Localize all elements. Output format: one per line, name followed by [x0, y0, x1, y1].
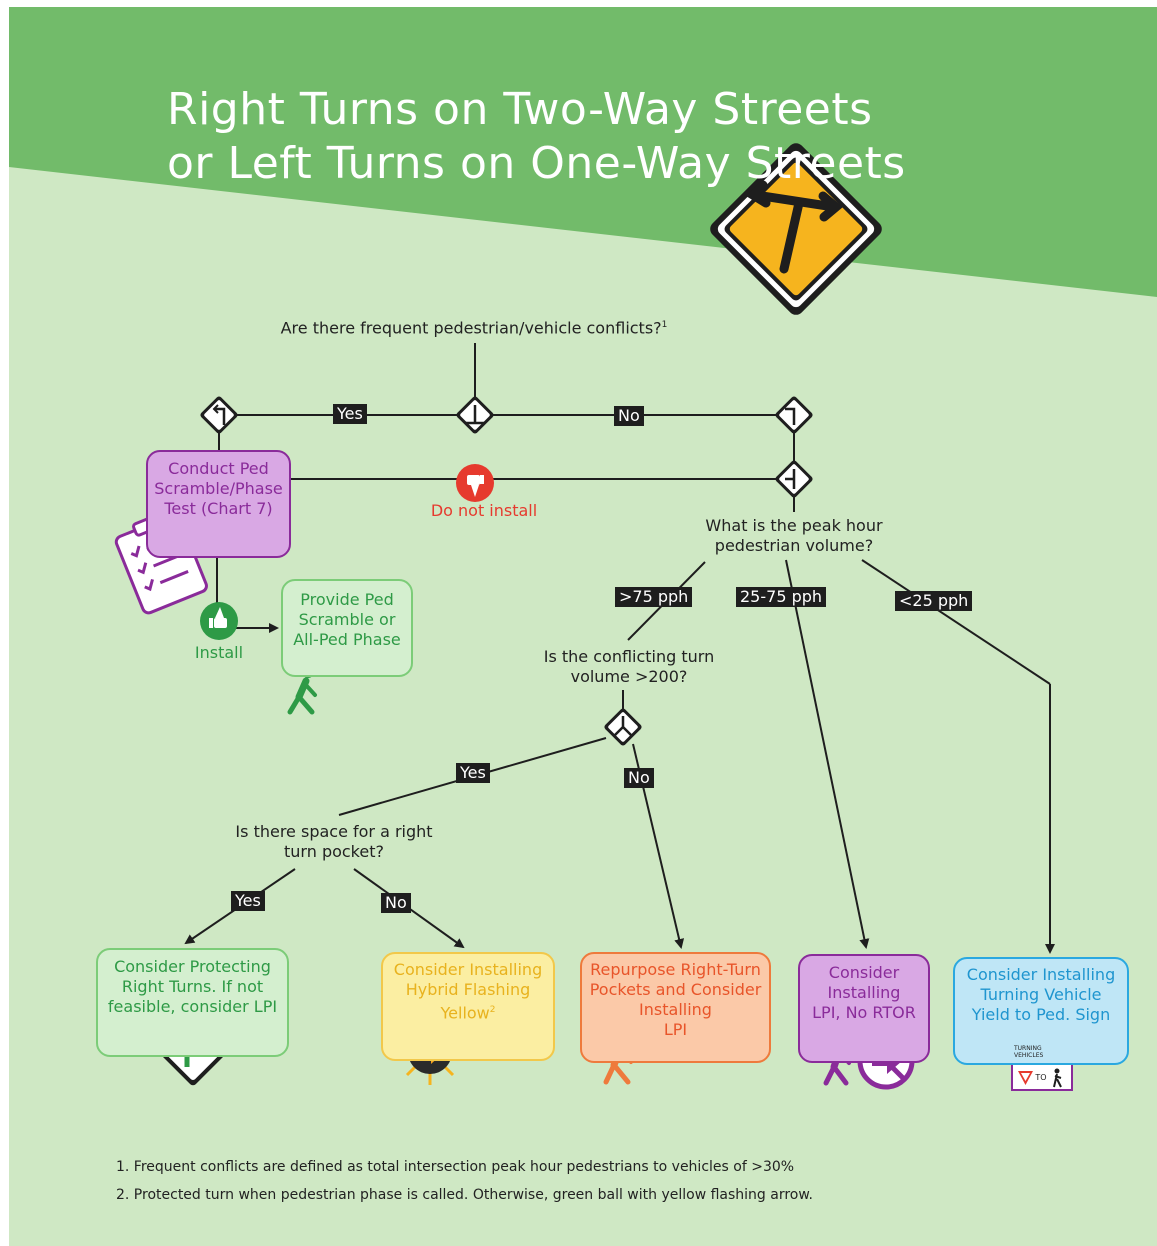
title-line-2: or Left Turns on One-Way Streets — [167, 138, 906, 189]
protect-line1: Consider Protecting — [114, 957, 271, 976]
question-turn-pocket: Is there space for a right turn pocket? — [209, 822, 459, 862]
protect-line2: Right Turns. If not — [121, 977, 264, 996]
yield-line3: Yield to Ped. Sign — [971, 1005, 1111, 1024]
tag-no-turn-volume: No — [624, 768, 654, 788]
question-turn-volume-line2: volume >200? — [570, 667, 688, 686]
footnote-ref-2: 2 — [489, 1005, 496, 1015]
provide-ped-scramble-box: Provide Ped Scramble or All-Ped Phase — [281, 579, 413, 677]
ped-scramble-test-box: Conduct Ped Scramble/Phase Test (Chart 7… — [146, 450, 291, 558]
repurpose-line4: LPI — [663, 1020, 688, 1039]
flowchart-canvas: Right Turns on Two-Way Streets or Left T… — [9, 7, 1157, 1246]
hybrid-line2: Hybrid Flashing — [405, 980, 531, 999]
do-not-install-label: Do not install — [430, 501, 538, 520]
yield-line1: Consider Installing — [966, 965, 1116, 984]
hybrid-line3: Yellow2 — [383, 1000, 553, 1023]
question-turn-pocket-line2: turn pocket? — [284, 842, 384, 861]
ped-test-line1: Conduct Ped — [168, 459, 269, 478]
footnote-1: 1. Frequent conflicts are defined as tot… — [116, 1159, 795, 1175]
footnote-2: 2. Protected turn when pedestrian phase … — [116, 1187, 813, 1203]
install-label: Install — [194, 643, 244, 662]
question-conflicts-text: Are there frequent pedestrian/vehicle co… — [280, 318, 662, 338]
yield-sign-text: TURNING VEHICLES — [1014, 1045, 1054, 1059]
page-title: Right Turns on Two-Way Streets or Left T… — [167, 83, 906, 191]
outcome-hybrid-flashing-yellow: Consider Installing Hybrid Flashing Yell… — [381, 952, 555, 1061]
outcome-protect-right-turns: Consider Protecting Right Turns. If not … — [96, 948, 289, 1057]
outcome-yield-sign: Consider Installing Turning Vehicle Yiel… — [953, 957, 1129, 1065]
question-peak-volume-line2: pedestrian volume? — [714, 536, 874, 555]
yield-sign-line1: TURNING — [1014, 1045, 1042, 1052]
provide-ped-line2: Scramble or — [298, 610, 396, 629]
footnote-ref-1: 1 — [661, 320, 668, 330]
question-conflicts: Are there frequent pedestrian/vehicle co… — [259, 315, 689, 338]
lpi-line1: Consider — [828, 963, 900, 982]
ped-test-line3: Test (Chart 7) — [164, 499, 273, 518]
ped-test-line2: Scramble/Phase — [154, 479, 283, 498]
hybrid-line1: Consider Installing — [393, 960, 543, 979]
repurpose-line3: Installing — [639, 1000, 712, 1019]
lpi-line2: Installing — [827, 983, 901, 1002]
tag-no-turn-pocket: No — [381, 893, 411, 913]
yield-sign-line2: VEHICLES — [1014, 1052, 1044, 1059]
question-turn-volume-line1: Is the conflicting turn — [543, 647, 715, 666]
tag-over-75-pph: >75 pph — [615, 587, 693, 607]
yield-sign-to: TO — [1035, 1073, 1047, 1082]
question-turn-volume: Is the conflicting turn volume >200? — [514, 647, 744, 687]
outcome-repurpose-pockets: Repurpose Right-Turn Pockets and Conside… — [580, 952, 771, 1063]
tag-yes-turn-pocket: Yes — [231, 891, 265, 911]
thumbs-up-icon — [200, 602, 238, 640]
repurpose-line2: Pockets and Consider — [589, 980, 762, 999]
tag-yes-conflicts: Yes — [333, 404, 367, 424]
outcome-lpi-no-rtor: Consider Installing LPI, No RTOR — [798, 954, 930, 1063]
provide-ped-line3: All-Ped Phase — [293, 630, 401, 649]
provide-ped-line1: Provide Ped — [300, 590, 394, 609]
turn-sign-arrow — [745, 180, 843, 274]
repurpose-line1: Repurpose Right-Turn — [590, 960, 761, 979]
thumbs-down-icon — [456, 464, 494, 502]
question-peak-volume: What is the peak hour pedestrian volume? — [679, 516, 909, 556]
question-peak-volume-line1: What is the peak hour — [705, 516, 883, 535]
diamond-left-turn-icon — [200, 396, 238, 434]
tag-under-25-pph: <25 pph — [895, 591, 973, 611]
title-line-1: Right Turns on Two-Way Streets — [167, 84, 873, 135]
tag-25-75-pph: 25-75 pph — [736, 587, 827, 607]
tag-no-conflicts: No — [614, 406, 644, 426]
tag-yes-turn-volume: Yes — [456, 763, 490, 783]
protect-line3: feasible, consider LPI — [107, 997, 278, 1016]
question-turn-pocket-line1: Is there space for a right — [235, 822, 433, 841]
flowchart-graphics — [9, 7, 1157, 1091]
yield-line2: Turning Vehicle — [980, 985, 1102, 1004]
hybrid-line3-text: Yellow — [440, 1003, 490, 1023]
lpi-line3: LPI, No RTOR — [812, 1003, 916, 1022]
